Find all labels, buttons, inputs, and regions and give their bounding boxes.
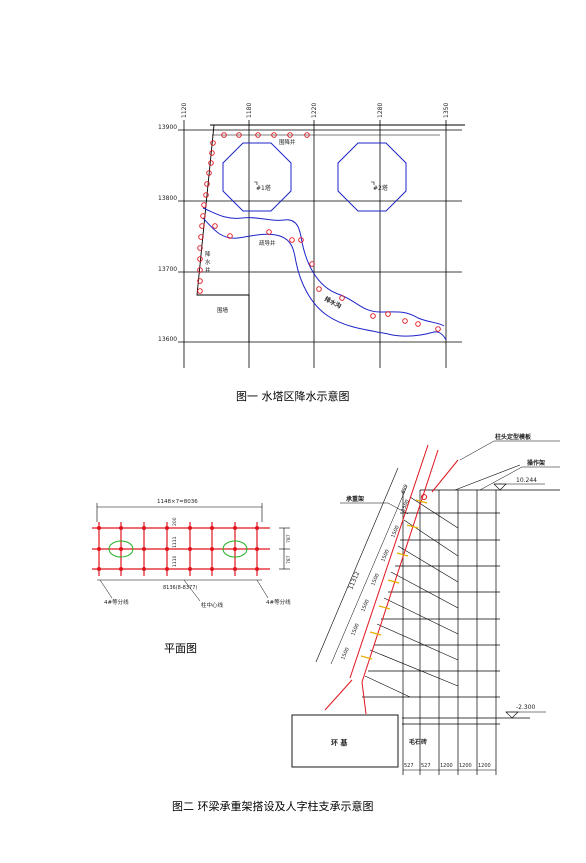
plan-top-dim: 1148×7=8036: [157, 499, 198, 505]
plan-column-left: [108, 540, 134, 558]
fig1-grid-x-label: 1220: [311, 103, 318, 118]
section-diag-seg: 1500: [390, 525, 400, 539]
section-diag-seg: 1500: [340, 647, 350, 661]
section-bottom-dim: 527: [421, 763, 431, 769]
plan-column-grid: [92, 522, 270, 576]
section-diag-seg: 1500: [380, 549, 390, 563]
figure1-caption: 图一 水塔区降水示意图: [236, 389, 350, 403]
section-diag-seg: 1500: [370, 573, 380, 587]
section-diag-dim-line: [315, 467, 399, 663]
tower2-label: #2塔: [373, 184, 388, 192]
section-diag-seg: 1500: [360, 599, 370, 613]
tower1-octagon: [222, 142, 292, 212]
fig1-grid-y-label: 13800: [158, 195, 177, 202]
fig1-grid-x-label: 1120: [181, 103, 188, 118]
fig1-wells-channel: [212, 223, 441, 332]
fig1-well-side-label: 降: [205, 250, 211, 258]
section-bottom-dim: 527: [404, 763, 414, 769]
plan-bottom-dim: 8136(8-8377): [163, 585, 197, 591]
plan-right-dim: 787: [286, 534, 292, 543]
section-bottom-dim: 1200: [478, 763, 491, 769]
fig1-grid-y-label: 13900: [158, 124, 177, 131]
fig1-grid-y-label: 13600: [158, 336, 177, 343]
section-diag-seg: 1500: [400, 499, 410, 513]
section-bottom-dim: 1200: [459, 763, 472, 769]
plan-center-dim: 200: [172, 517, 178, 526]
figure2-section-view: 11312 1500 1500 1500 1500 1500 1500 1500…: [291, 433, 560, 775]
tower2-marker: [371, 181, 375, 185]
elevation-bottom-marker: [505, 711, 519, 719]
plan-right-note: 4#等分线: [266, 598, 291, 606]
plan-center-dim: 1110: [172, 555, 178, 567]
section-diag-seg: 1500: [350, 623, 360, 637]
fig1-grid-y-label: 13700: [158, 266, 177, 273]
section-label-bearing: 承重架: [346, 495, 364, 503]
section-foundation-label: 环 基: [331, 738, 348, 747]
fig1-well-side-label: 井: [205, 266, 211, 274]
section-foundation: [291, 714, 399, 768]
tower1-marker: [254, 181, 258, 185]
tower2-octagon: [337, 142, 407, 212]
section-inclined-column: [324, 444, 459, 715]
fig1-well-top-label: 围降井: [279, 138, 296, 146]
plan-title: 平面图: [164, 642, 197, 655]
fig1-grid-x-label: 1280: [377, 103, 384, 118]
section-ground-label: 毛石砖: [409, 738, 427, 746]
section-diag-total: 11312: [347, 570, 361, 590]
elevation-top-marker: [493, 483, 507, 491]
plan-center-dim: 1111: [172, 536, 178, 548]
plan-right-dim: 787: [286, 555, 292, 564]
figure1-site-plan: 1120 1180 1220 1280 1350 13900 13800 137…: [158, 103, 465, 403]
plan-column-nodes: [97, 526, 259, 571]
section-elev-top: 10.244: [516, 477, 537, 484]
drainage-channel-lower: [202, 217, 447, 341]
fig1-grid-x-label: 1350: [443, 103, 450, 118]
fig1-well-side-label: 水: [205, 258, 211, 266]
fig1-wells-top: [221, 132, 310, 138]
fig1-well-mid-label: 疏导井: [259, 239, 276, 247]
fig1-grid-x-label: 1180: [246, 103, 253, 118]
section-column-head: [421, 494, 427, 500]
plan-left-note: 4#等分线: [104, 598, 129, 606]
plan-center-note: 柱中心线: [201, 601, 224, 609]
section-label-platform: 操作架: [527, 459, 545, 467]
plan-column-right: [222, 540, 248, 558]
section-segment-marks: [360, 499, 428, 660]
section-label-formwork: 柱头定型模板: [495, 433, 532, 441]
section-scaffold-grid: [362, 490, 530, 775]
figure2-caption: 图二 环梁承重架搭设及人字柱支承示意图: [172, 799, 374, 813]
fig1-boundary-wall: [196, 124, 465, 342]
figure2-plan-view: 1148×7=8036 200 1111 1110: [92, 499, 292, 655]
drainage-channel-upper: [202, 207, 445, 327]
section-bottom-dim: 1200: [440, 763, 453, 769]
section-top-small: 699: [400, 484, 409, 495]
fig1-wall-label: 围墙: [217, 306, 229, 314]
section-braces: [364, 496, 459, 698]
fig1-grid-lines: [178, 120, 462, 368]
section-elev-bottom: -2.300: [516, 704, 536, 711]
fig1-wells-left: [197, 140, 216, 294]
tower1-label: #1塔: [256, 184, 271, 192]
